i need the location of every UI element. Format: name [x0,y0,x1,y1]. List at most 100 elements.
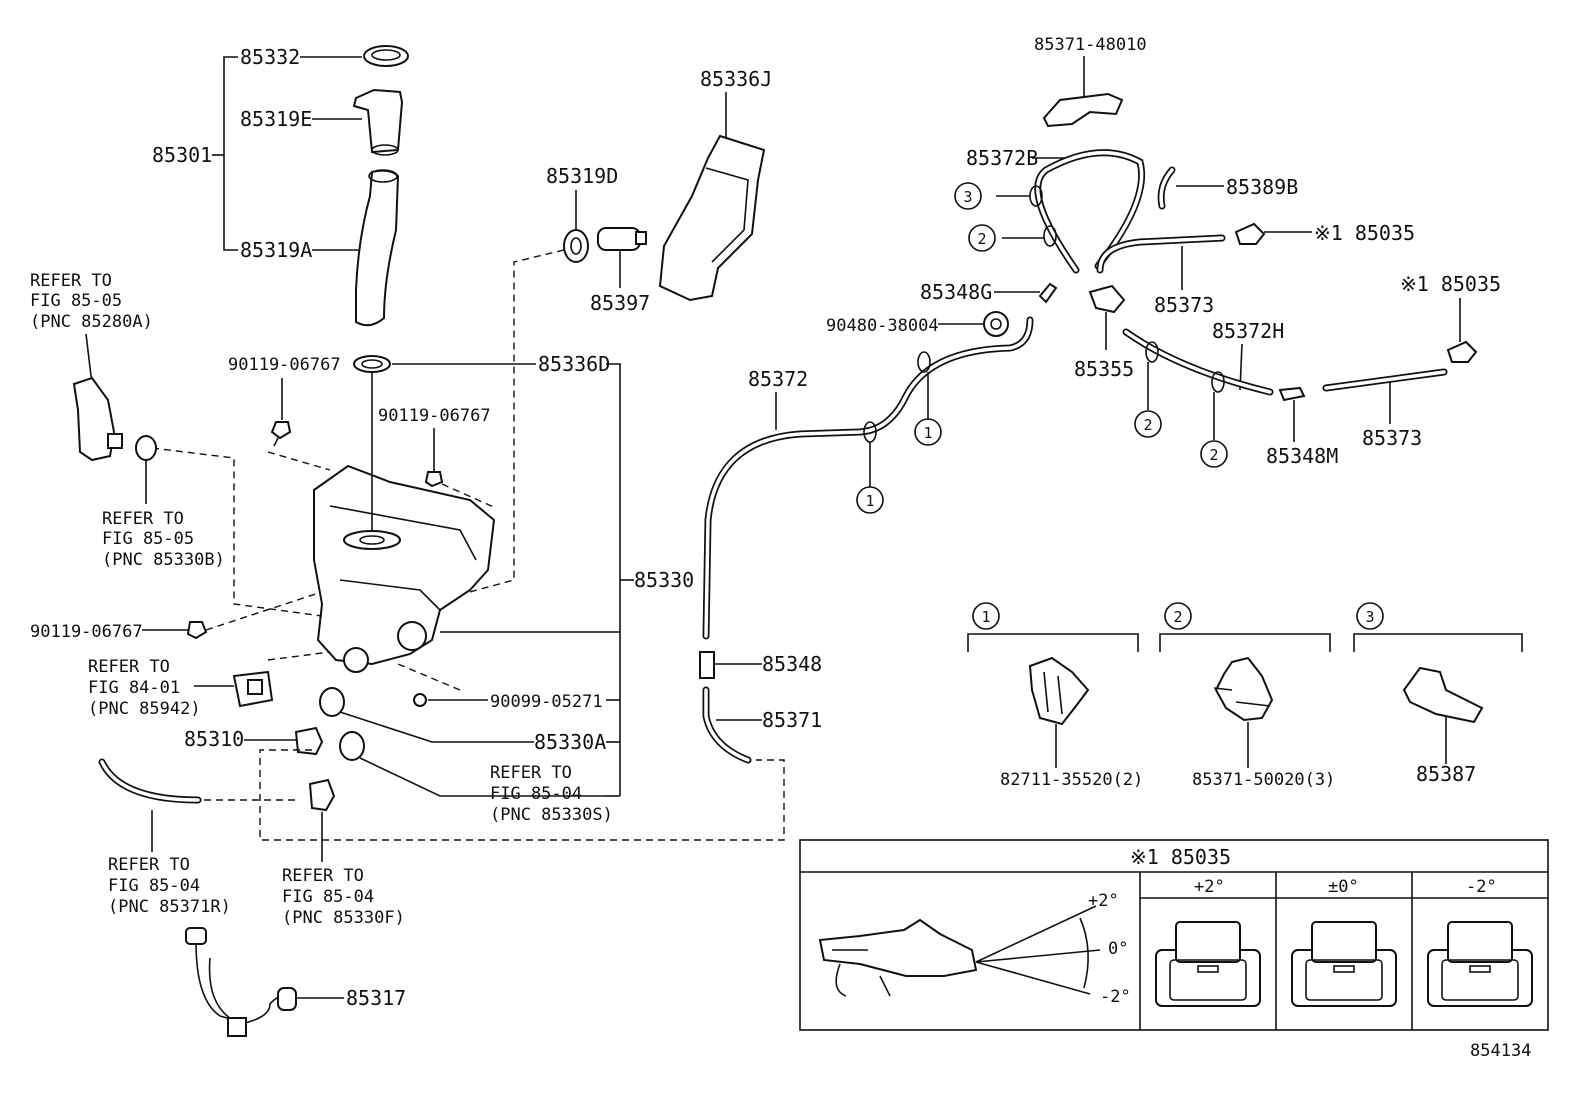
ref-85280A-line1: REFER TO [30,271,112,291]
bracket-85371-48010 [1042,92,1124,128]
inset-angle-plus: +2° [1088,891,1119,911]
clamp-legend: 1 82711-35520(2) 2 85371-50020(3) 3 8538… [967,602,1523,790]
label-85348: 85348 [762,652,822,676]
callout-3: 3 [954,182,982,210]
harness-85317 [195,941,291,1027]
label-90480: 90480-38004 [826,316,939,336]
figure-number: 854134 [1470,1041,1531,1061]
label-85330: 85330 [634,568,694,592]
inset-nozzle-front-minus [1427,921,1533,1007]
label-85301: 85301 [152,143,212,167]
valve-85355 [1088,284,1126,314]
reference-grommet-85330B [135,435,157,461]
label-90119-c: 90119-06767 [30,622,143,642]
svg-text:1: 1 [981,608,990,626]
label-85355: 85355 [1074,357,1134,381]
nozzle-angle-inset: ※1 85035 +2° ±0° -2° +2° 0° -2° [799,839,1549,1031]
callout-1-b: 1 [914,418,942,446]
label-85372B: 85372B [966,146,1038,170]
joint-85348G [1038,282,1058,304]
svg-text:3: 3 [1365,608,1374,626]
grommet-85330A [319,687,345,717]
ref-85371R-line3: (PNC 85371R) [108,897,231,917]
inset-col-minus: -2° [1466,877,1497,897]
ref-85330F-line3: (PNC 85330F) [282,908,405,928]
grommet-85330S [339,731,365,761]
left-references: REFER TO FIG 85-05 (PNC 85280A) REFER TO… [30,271,785,1037]
label-85397: 85397 [590,291,650,315]
reservoir-tank [313,464,496,666]
label-85389B: 85389B [1226,175,1298,199]
label-90099: 90099-05271 [490,692,603,712]
filler-top-85319E [352,88,404,154]
ref-85330S-line2: FIG 85-04 [490,784,582,804]
clip-90099 [413,693,427,707]
svg-text:2: 2 [1143,416,1152,434]
callout-2-c: 2 [1200,440,1228,468]
duct-85336J [658,134,766,302]
label-85319D: 85319D [546,164,618,188]
svg-text:2: 2 [977,230,986,248]
bolt-90119-a [270,421,292,440]
legend-callout-2: 2 [1164,602,1192,630]
cap-85332 [363,45,409,67]
label-85336J: 85336J [700,67,772,91]
svg-text:3: 3 [963,188,972,206]
label-85371-48010: 85371-48010 [1034,35,1147,55]
bolt-90119-c [186,621,208,640]
label-85336D: 85336D [538,352,610,376]
grommet-85336D [353,355,391,373]
label-90119-b: 90119-06767 [378,406,491,426]
ref-85942-line2: FIG 84-01 [88,678,180,698]
ref-85942-line3: (PNC 85942) [88,699,201,719]
joint-85348 [699,651,715,679]
bolt-90119-b [424,471,444,488]
filler-group: 85332 85319E 85301 85319A [152,45,409,327]
label-85319A: 85319A [240,238,312,262]
label-85330A: 85330A [534,730,606,754]
label-82711: 82711-35520(2) [1000,770,1143,790]
ref-85330B-line3: (PNC 85330B) [102,550,225,570]
inset-col-zero: ±0° [1328,877,1359,897]
duct-group: 85336J [658,67,772,302]
reference-part-85280A [72,376,116,462]
ref-85330B-line2: FIG 85-05 [102,529,194,549]
legend-callout-1: 1 [972,602,1000,630]
label-90119-a: 90119-06767 [228,355,341,375]
joint-85348M [1278,386,1306,402]
ref-85280A-line3: (PNC 85280A) [30,312,153,332]
label-85310: 85310 [184,727,244,751]
inset-col-plus: +2° [1194,877,1225,897]
inset-angle-zero: 0° [1108,939,1128,959]
svg-text:2: 2 [1173,608,1182,626]
callout-1-a: 1 [856,486,884,514]
ref-85371R-line2: FIG 85-04 [108,876,200,896]
label-85348M: 85348M [1266,444,1338,468]
ref-85280A-line2: FIG 85-05 [30,291,122,311]
ref-85330S-line1: REFER TO [490,763,572,783]
grommet-85319D [563,229,589,263]
label-85387: 85387 [1416,762,1476,786]
label-85373-b: 85373 [1362,426,1422,450]
ref-85330F-line2: FIG 85-04 [282,887,374,907]
label-85371-50020: 85371-50020(3) [1192,770,1335,790]
hose-85372B [1034,149,1146,274]
inset-nozzle-side [818,918,978,977]
label-85348G: 85348G [920,280,992,304]
label-85372: 85372 [748,367,808,391]
inset-title: ※1 85035 [1130,845,1231,869]
inset-nozzle-front-plus [1155,921,1261,1007]
pump-85397 [597,227,641,251]
label-85035-a: ※1 85035 [1314,221,1415,245]
label-85317: 85317 [346,986,406,1010]
filler-pipe-85319A [355,169,400,327]
svg-text:2: 2 [1209,446,1218,464]
label-85372H: 85372H [1212,319,1284,343]
reference-part-85330F [308,778,336,812]
callout-2-a: 2 [968,224,996,252]
motor-85310 [294,726,324,756]
hose-group: 85371-48010 85372B 85389B 85373 ※1 85035… [699,35,1501,764]
callout-2-b: 2 [1134,410,1162,438]
clamp-85387 [1402,666,1484,724]
